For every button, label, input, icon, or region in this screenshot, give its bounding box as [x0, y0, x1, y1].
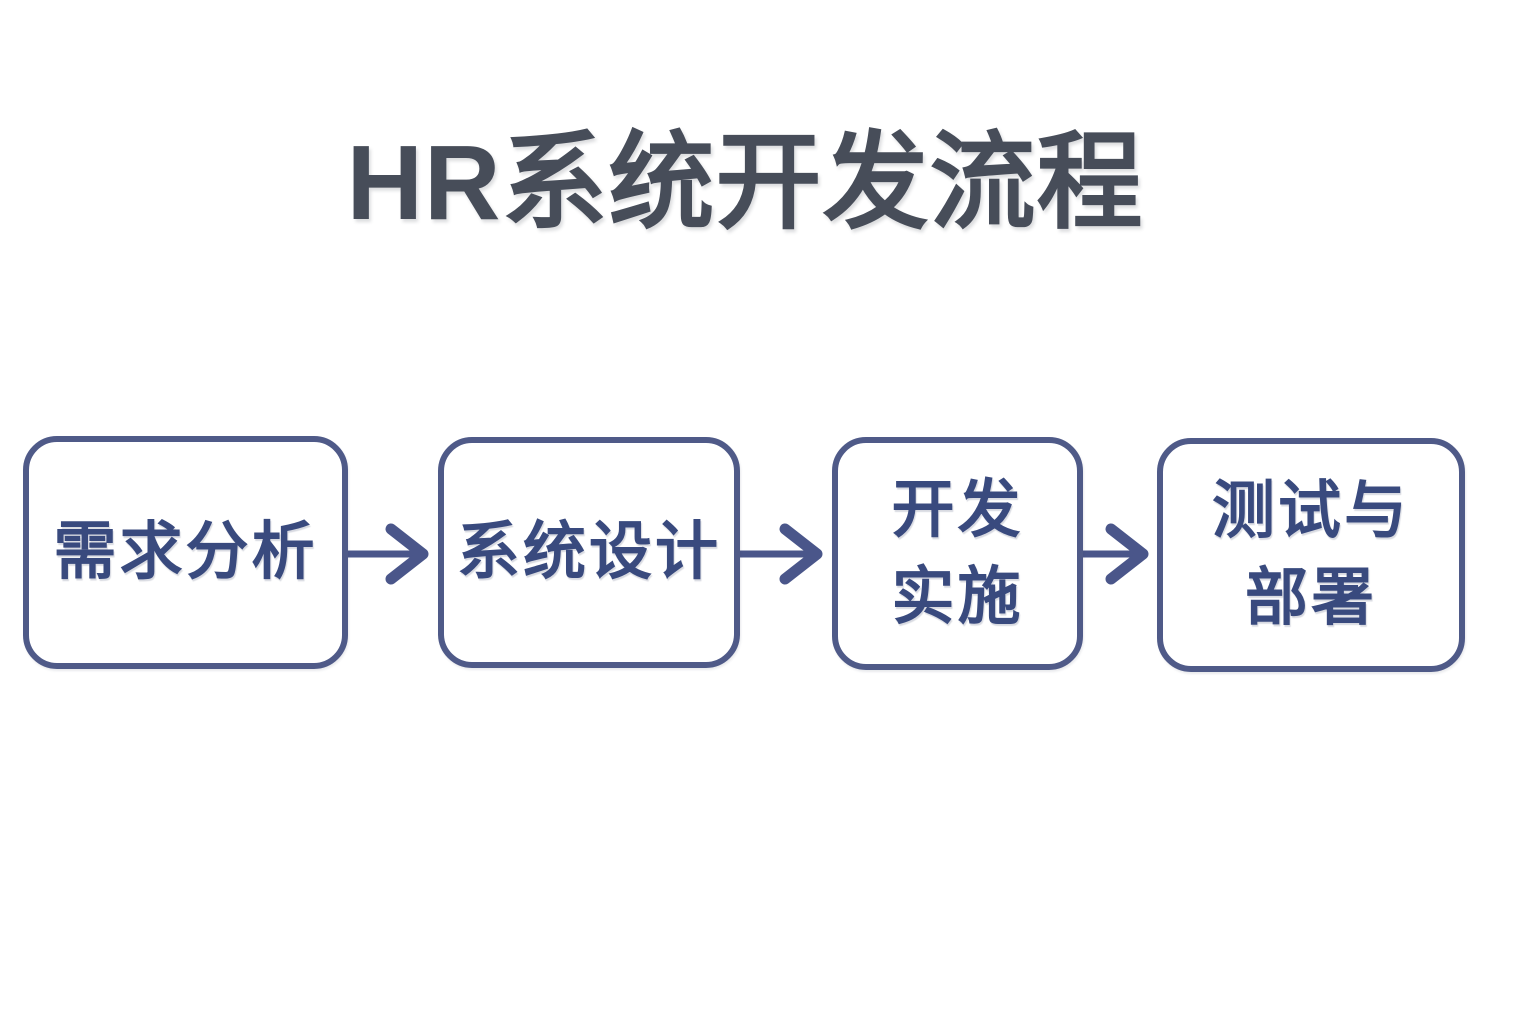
- step-label-system-design: 系统设计: [457, 517, 721, 588]
- step-label-testing-and-deployment: 测试与 部署: [1212, 476, 1410, 633]
- step-box-development-implementation: 开发 实施: [832, 437, 1083, 670]
- step-label-development-implementation: 开发 实施: [891, 474, 1024, 632]
- step-box-testing-and-deployment: 测试与 部署: [1157, 438, 1465, 672]
- arrow-right-icon: [345, 523, 429, 585]
- step-box-system-design: 系统设计: [438, 437, 740, 668]
- step-box-requirements-analysis: 需求分析: [23, 436, 348, 669]
- arrow-right-icon: [739, 523, 823, 585]
- diagram-title: HR系统开发流程: [346, 124, 1144, 242]
- step-label-requirements-analysis: 需求分析: [53, 517, 318, 588]
